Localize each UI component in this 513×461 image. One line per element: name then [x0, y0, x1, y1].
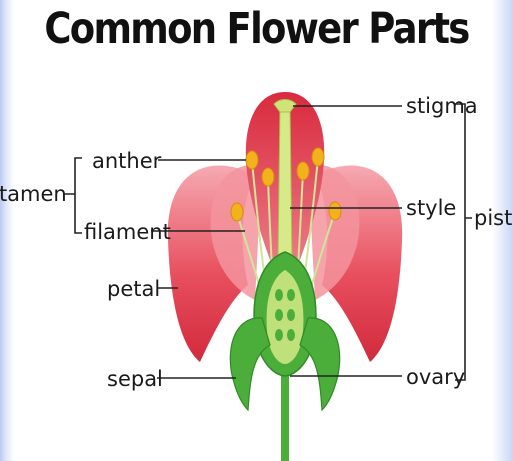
ovule: [275, 289, 283, 301]
ovule: [275, 309, 283, 321]
label-anther: anther: [92, 149, 162, 173]
label-stigma: stigma: [406, 94, 478, 118]
anther-6: [329, 202, 341, 220]
anther-3: [231, 203, 243, 221]
label-stamen: stamen: [0, 182, 67, 206]
anther-4: [312, 148, 324, 166]
style: [278, 108, 292, 260]
stem: [281, 370, 289, 461]
label-filament: filament: [84, 220, 171, 244]
label-sepal: sepal: [107, 367, 163, 391]
ovule: [275, 329, 283, 341]
anther-2: [262, 168, 274, 186]
label-style: style: [406, 196, 456, 220]
label-pistil: pistil: [474, 206, 513, 230]
ovule: [287, 309, 295, 321]
ovule: [287, 289, 295, 301]
anther-5: [297, 162, 309, 180]
pistil-bracket: [455, 104, 472, 380]
sepal-left: [230, 318, 270, 410]
sepal-right: [300, 318, 340, 410]
anther-1: [246, 151, 258, 169]
label-petal: petal: [107, 277, 160, 301]
label-ovary: ovary: [406, 365, 465, 389]
ovule: [287, 329, 295, 341]
